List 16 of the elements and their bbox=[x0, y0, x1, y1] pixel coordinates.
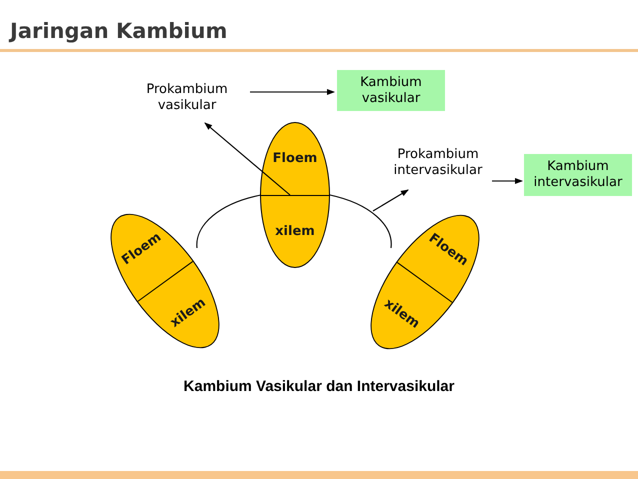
process-box: Kambium intervasikular bbox=[524, 154, 632, 196]
cambium-line bbox=[196, 194, 262, 248]
arrow bbox=[204, 122, 290, 196]
caption: Kambium Vasikular dan Intervasikular bbox=[182, 377, 456, 397]
arrow bbox=[492, 178, 523, 184]
process-box: Kambium vasikular bbox=[337, 70, 445, 111]
tissue-ellipse bbox=[110, 213, 220, 349]
cambium-line bbox=[330, 194, 392, 248]
arrow bbox=[250, 89, 335, 95]
label-text: Prokambium intervasikular bbox=[380, 147, 496, 183]
label-text: Prokambium vasikular bbox=[128, 82, 246, 118]
arrow bbox=[372, 189, 409, 212]
tissue-label: Floem bbox=[272, 150, 318, 168]
tissue-label: xilem bbox=[275, 222, 315, 240]
tissue-ellipse bbox=[370, 214, 480, 350]
title: Jaringan Kambium bbox=[10, 18, 228, 45]
